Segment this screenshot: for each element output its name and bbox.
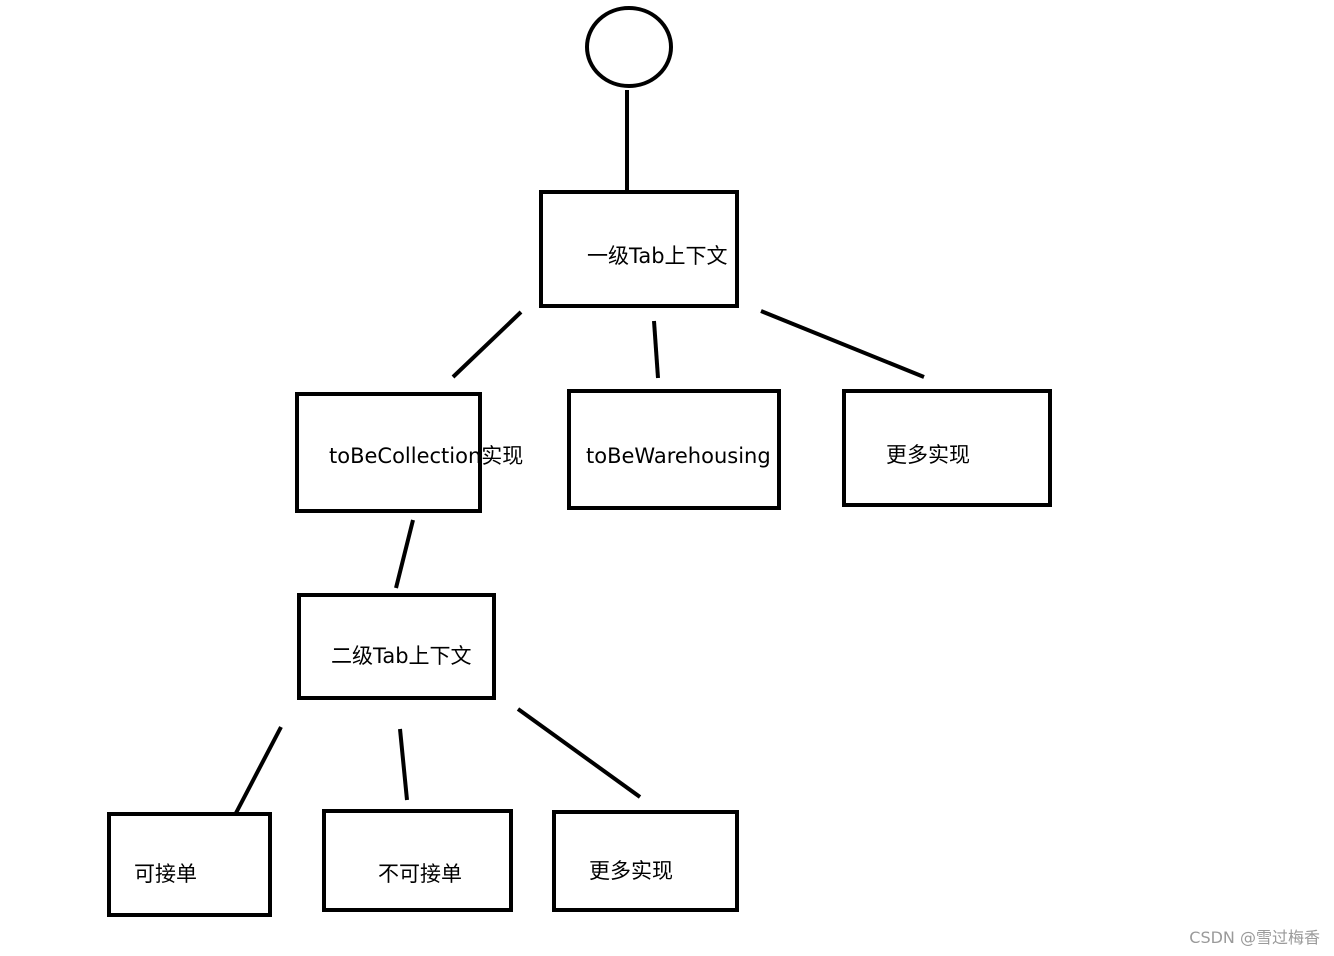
edge-level1-to-warehousing <box>652 320 660 379</box>
node-can-accept-label: 可接单 <box>134 862 197 886</box>
node-cannot-accept-label: 不可接单 <box>378 862 462 886</box>
node-level2-context: 二级Tab上下文 <box>297 593 496 700</box>
edge-level2-to-cannot-accept <box>398 728 409 801</box>
node-level1-context: 一级Tab上下文 <box>539 190 739 308</box>
node-level2-context-label: 二级Tab上下文 <box>331 644 472 668</box>
node-level1-context-label: 一级Tab上下文 <box>587 244 728 268</box>
node-to-be-warehousing-label: toBeWarehousing <box>586 444 771 468</box>
node-more-impl-top: 更多实现 <box>842 389 1052 507</box>
edge-level1-to-more <box>760 309 925 379</box>
node-cannot-accept: 不可接单 <box>322 809 513 912</box>
node-to-be-warehousing: toBeWarehousing <box>567 389 781 510</box>
edge-level2-to-can-accept <box>234 726 283 814</box>
node-to-be-collection-label: toBeCollection实现 <box>329 444 523 468</box>
node-more-impl-bottom-label: 更多实现 <box>589 859 673 883</box>
node-more-impl-bottom: 更多实现 <box>552 810 739 912</box>
node-to-be-collection: toBeCollection实现 <box>295 392 523 513</box>
edge-level2-to-more <box>516 707 642 799</box>
node-can-accept: 可接单 <box>107 812 272 917</box>
watermark-text: CSDN @雪过梅香 <box>1189 928 1320 947</box>
edge-level1-to-collection <box>451 310 523 379</box>
root-node-circle <box>585 6 673 88</box>
node-more-impl-top-label: 更多实现 <box>886 443 970 467</box>
edge-collection-to-level2 <box>394 519 415 589</box>
